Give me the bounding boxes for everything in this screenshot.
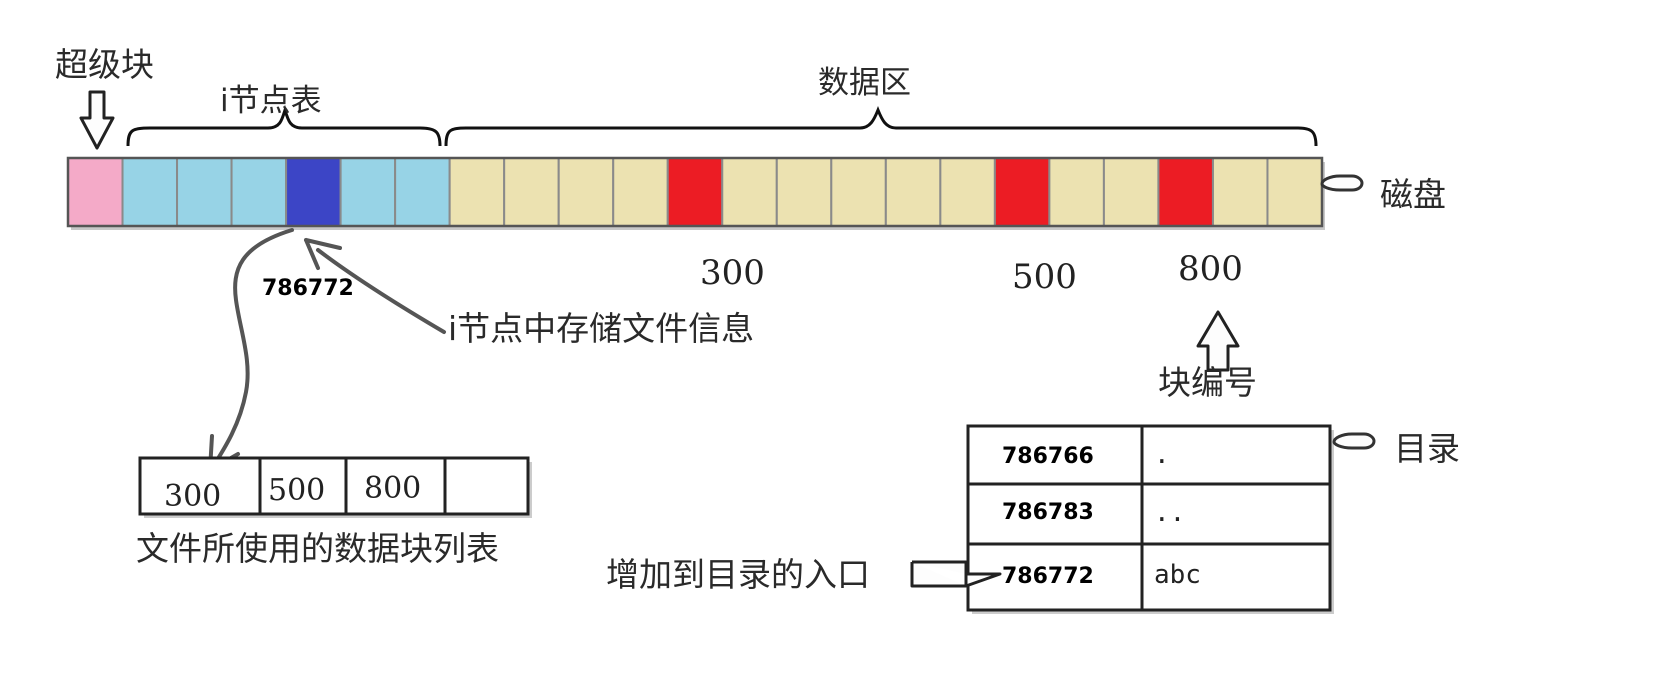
block-number-800: 800	[1178, 249, 1243, 289]
block-list-value-300: 300	[164, 479, 222, 514]
disk-strip	[66, 156, 1324, 228]
disk-pointer-icon	[1320, 174, 1364, 192]
disk-cell-inode	[121, 157, 179, 227]
directory-name-1: .	[1154, 440, 1170, 470]
inode-info-label: i节点中存储文件信息	[448, 309, 755, 348]
block-list-box	[138, 456, 530, 516]
directory-inode-3: 786772	[1002, 564, 1094, 589]
disk-cell-data	[830, 157, 887, 227]
inode-info-arrowhead	[304, 238, 342, 270]
block-number-500: 500	[1012, 257, 1077, 297]
disk-cell-data	[1266, 157, 1323, 227]
disk-cell-data	[503, 157, 560, 227]
disk-cell-data	[884, 157, 942, 227]
disk-cell-inode	[176, 157, 233, 227]
directory-name-3: abc	[1154, 560, 1201, 590]
inode-info-arrow	[316, 248, 446, 334]
data-area-label: 数据区	[818, 65, 911, 101]
disk-cell-inode	[339, 157, 397, 227]
disk-cell-data	[612, 157, 669, 227]
directory-label: 目录	[1394, 429, 1460, 468]
disk-border	[66, 156, 1324, 228]
disk-cell-data	[448, 157, 506, 227]
disk-cell-superblock	[67, 157, 124, 227]
directory-table	[966, 424, 1332, 612]
data-area-brace	[444, 105, 1318, 147]
inode-table-brace	[126, 104, 442, 147]
block-number-label: 块编号	[1158, 363, 1257, 402]
block-number-up-arrow	[1196, 310, 1240, 372]
block-list-value-500: 500	[268, 473, 326, 508]
disk-cell-inode-used	[285, 157, 342, 227]
disk-cell-data	[557, 157, 615, 227]
directory-pointer-icon	[1332, 432, 1376, 450]
disk-cell-data	[721, 157, 778, 227]
directory-name-2: ..	[1154, 498, 1186, 528]
disk-cell-inode	[394, 157, 451, 227]
directory-inode-1: 786766	[1002, 444, 1094, 469]
disk-cell-data-used	[1157, 157, 1214, 227]
disk-cell-data-used	[666, 157, 724, 227]
superblock-down-arrow	[79, 90, 115, 150]
inode-number-label: 786772	[262, 276, 354, 301]
disk-cell-data	[775, 157, 833, 227]
add-entry-arrow	[910, 560, 1002, 588]
disk-cell-data	[1211, 157, 1269, 227]
disk-cell-data	[1102, 157, 1160, 227]
add-entry-label: 增加到目录的入口	[606, 555, 870, 594]
block-number-300: 300	[700, 253, 765, 293]
disk-cell-data	[939, 157, 996, 227]
block-list-label: 文件所使用的数据块列表	[136, 529, 499, 568]
disk-label: 磁盘	[1380, 175, 1446, 214]
disk-cell-data	[1048, 157, 1105, 227]
block-list-value-800: 800	[364, 471, 422, 506]
superblock-label: 超级块	[55, 45, 154, 84]
inode-to-blocklist-arrow	[210, 228, 294, 470]
inode-table-label: i节点表	[220, 83, 322, 119]
directory-inode-2: 786783	[1002, 500, 1094, 525]
disk-cell-data-used	[993, 157, 1051, 227]
disk-cell-inode	[230, 157, 288, 227]
